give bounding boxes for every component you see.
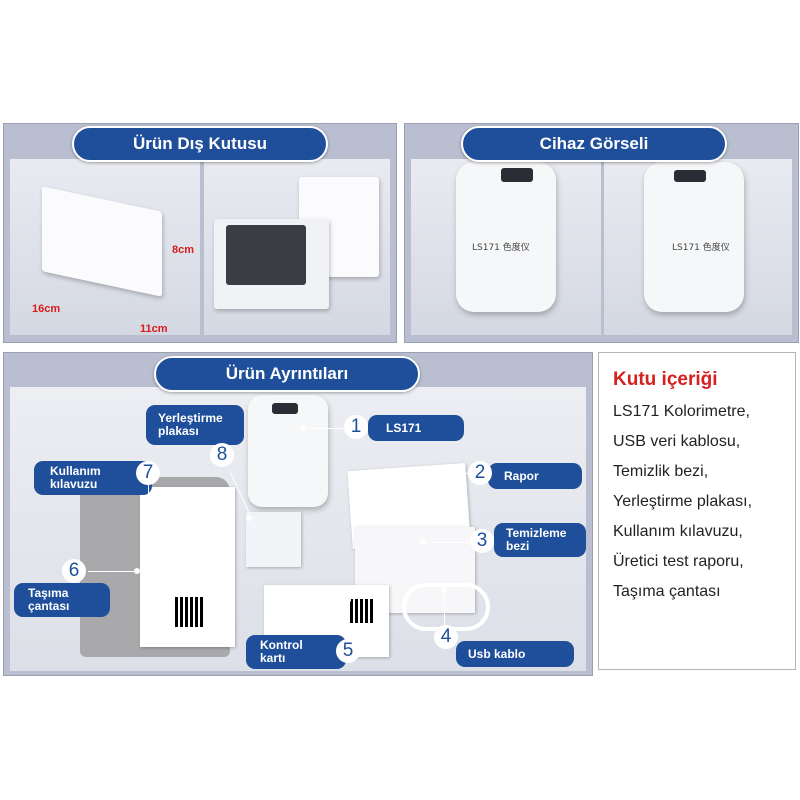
closed-box-image: [42, 186, 162, 297]
callout-6-dot: [134, 568, 140, 574]
device-title: Cihaz Görseli: [461, 126, 727, 162]
contents-item: Taşıma çantası: [613, 583, 721, 600]
box-contents-title: Kutu içeriği: [613, 369, 718, 390]
callout-7-dot: [145, 513, 151, 519]
callout-3-line2: bezi: [506, 539, 530, 553]
callout-2-number: 2: [468, 461, 492, 485]
outer-box-title: Ürün Dış Kutusu: [72, 126, 328, 162]
device-side-image: LS171 色度仪: [644, 162, 744, 312]
callout-2-label: Rapor: [488, 463, 582, 489]
details-panel: Ürün Ayrıntıları LS171 1 Rapor 2 Temizle…: [3, 352, 593, 676]
callout-7-line2: kılavuzu: [50, 477, 98, 491]
callout-1-line: [304, 428, 344, 429]
callout-1-dot: [300, 425, 306, 431]
callout-8-dot: [246, 515, 252, 521]
callout-5-label: Kontrol kartı: [246, 635, 346, 669]
callout-1-label: LS171: [368, 415, 464, 441]
callout-8-line1: Yerleştirme: [158, 411, 223, 425]
dim-length: 16cm: [32, 303, 61, 315]
callout-4-line: [444, 593, 445, 625]
callout-8-line2: plakası: [158, 424, 199, 438]
dim-width: 11cm: [140, 323, 168, 335]
outer-box-photo-closed: 16cm 11cm: [10, 159, 200, 335]
callout-3-label: Temizleme bezi: [494, 523, 586, 557]
device-label-side: LS171 色度仪: [672, 243, 730, 253]
details-device-display: [272, 403, 298, 414]
callout-6-label: Taşıma çantası: [14, 583, 110, 617]
details-device-image: [248, 395, 328, 507]
details-title: Ürün Ayrıntıları: [154, 356, 420, 392]
callout-5-line: [348, 603, 349, 639]
contents-item: USB veri kablosu,: [613, 433, 741, 450]
callout-7-number: 7: [136, 461, 160, 485]
callout-5-number: 5: [336, 639, 360, 663]
outer-box-panel: 16cm 11cm 8cm Ürün Dış Kutusu: [3, 123, 397, 343]
callout-2-dot: [420, 470, 426, 476]
callout-8-label: Yerleştirme plakası: [146, 405, 244, 445]
callout-7-line1: Kullanım: [50, 464, 101, 478]
callout-5-line2: kartı: [260, 651, 286, 665]
callout-2-line: [424, 473, 468, 474]
control-card-qr-image: [350, 599, 374, 623]
callout-7-line: [148, 485, 149, 515]
details-photo: [10, 387, 586, 671]
outer-box-photo-open: [204, 159, 390, 335]
box-insert-image: [226, 225, 306, 285]
callout-8-number: 8: [210, 443, 234, 467]
callout-3-dot: [420, 539, 426, 545]
device-panel: LS171 色度仪 LS171 色度仪 Cihaz Görseli: [404, 123, 799, 343]
contents-item: Kullanım kılavuzu,: [613, 523, 743, 540]
contents-item: LS171 Kolorimetre,: [613, 403, 750, 420]
callout-3-line: [424, 542, 470, 543]
contents-item: Üretici test raporu,: [613, 553, 744, 570]
device-front-image: LS171 色度仪: [456, 162, 556, 312]
device-display-side: [674, 170, 706, 182]
callout-5-line1: Kontrol: [260, 638, 303, 652]
callout-6-line: [88, 571, 136, 572]
callout-3-number: 3: [470, 529, 494, 553]
callout-4-label: Usb kablo: [456, 641, 574, 667]
callout-5-dot: [345, 597, 351, 603]
box-contents-panel: Kutu içeriği LS171 Kolorimetre, USB veri…: [598, 352, 796, 670]
manual-qr-image: [175, 597, 205, 627]
placement-plate-image: [246, 512, 301, 567]
callout-6-line1: Taşıma: [28, 586, 69, 600]
callout-6-line2: çantası: [28, 599, 70, 613]
callout-4-number: 4: [434, 625, 458, 649]
contents-item: Yerleştirme plakası,: [613, 493, 753, 510]
contents-item: Temizlik bezi,: [613, 463, 709, 480]
callout-1-number: 1: [344, 415, 368, 439]
device-photo-side: LS171 色度仪: [604, 159, 792, 335]
callout-4-dot: [441, 587, 447, 593]
device-display: [501, 168, 533, 182]
callout-6-number: 6: [62, 559, 86, 583]
user-manual-image: [140, 487, 235, 647]
device-photo-front: LS171 色度仪: [411, 159, 601, 335]
callout-3-line1: Temizleme: [506, 526, 567, 540]
callout-7-label: Kullanım kılavuzu: [34, 461, 152, 495]
device-label-front: LS171 色度仪: [472, 243, 530, 253]
dim-height: 8cm: [172, 244, 195, 256]
